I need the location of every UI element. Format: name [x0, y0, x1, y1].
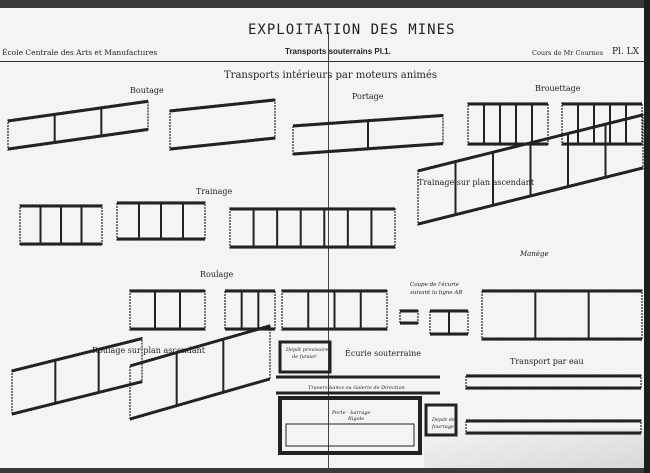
gallery-figure [465, 374, 642, 390]
gallery-figure [224, 289, 276, 331]
gallery-figure [169, 98, 276, 151]
gallery-figure [129, 289, 206, 331]
depot-fumier-label: Dépôt provisoire [286, 347, 329, 353]
label-trainage: Trainage [196, 187, 233, 196]
label-roulage-ascendant: Roulage sur plan ascendant [92, 346, 205, 355]
label-portage: Portage [352, 92, 384, 101]
label-brouettage: Brouettage [535, 84, 581, 93]
label-coupe: Coupe de l'écurie [410, 282, 459, 288]
gallery-figure [7, 99, 149, 151]
plate-title: EXPLOITATION DES MINES [248, 22, 456, 38]
gallery-figure [229, 207, 396, 249]
page-edge [644, 0, 650, 473]
gallery-figure [429, 309, 469, 336]
label-transport-eau: Transport par eau [510, 357, 584, 366]
gallery-figure [292, 113, 444, 156]
label-boutage: Boutage [130, 86, 164, 95]
gallery-figure [19, 204, 103, 246]
gallery-figure [465, 419, 642, 435]
school-name: École Centrale des Arts et Manufactures [2, 48, 158, 57]
gallery-figure [129, 324, 271, 421]
label-manege: Manège [520, 250, 549, 258]
gallery-figure [417, 113, 644, 226]
depot-fourrage-label: Dépôt de [432, 417, 455, 423]
gallery-figure [399, 309, 419, 325]
page-curl [424, 428, 644, 468]
depot-fourrage-label-2: fourrage [432, 424, 455, 430]
fold-line [328, 32, 329, 468]
section-heading: Transports intérieurs par moteurs animés [224, 70, 437, 81]
label-roulage: Roulage [200, 270, 234, 279]
gallery-figure [467, 102, 549, 146]
gallery-figure [281, 289, 388, 331]
plate-number: Pl. LX [612, 47, 640, 57]
plate-subject: Transports souterrains Pl.1. [285, 47, 391, 56]
gallery-figure [481, 289, 643, 341]
gallery-figure [11, 336, 143, 416]
ecurie-plan [276, 340, 458, 455]
label-ecurie: Écurie souterraine [345, 349, 422, 358]
course-name: Cours de Mr Cournes [532, 49, 604, 57]
galerie-label: Travers-bancs ou Galerie de Direction [308, 385, 405, 391]
porte-label: Porte - barrage [332, 410, 371, 416]
depot-fumier-label-2: de fumier [292, 354, 317, 360]
rigole-label: Rigole [348, 416, 365, 422]
header-rule [0, 61, 646, 62]
gallery-figure [116, 201, 206, 241]
label-coupe-2: suivant la ligne AB [410, 290, 463, 296]
label-trainage-ascendant: Trainage sur plan ascendant [418, 178, 535, 187]
